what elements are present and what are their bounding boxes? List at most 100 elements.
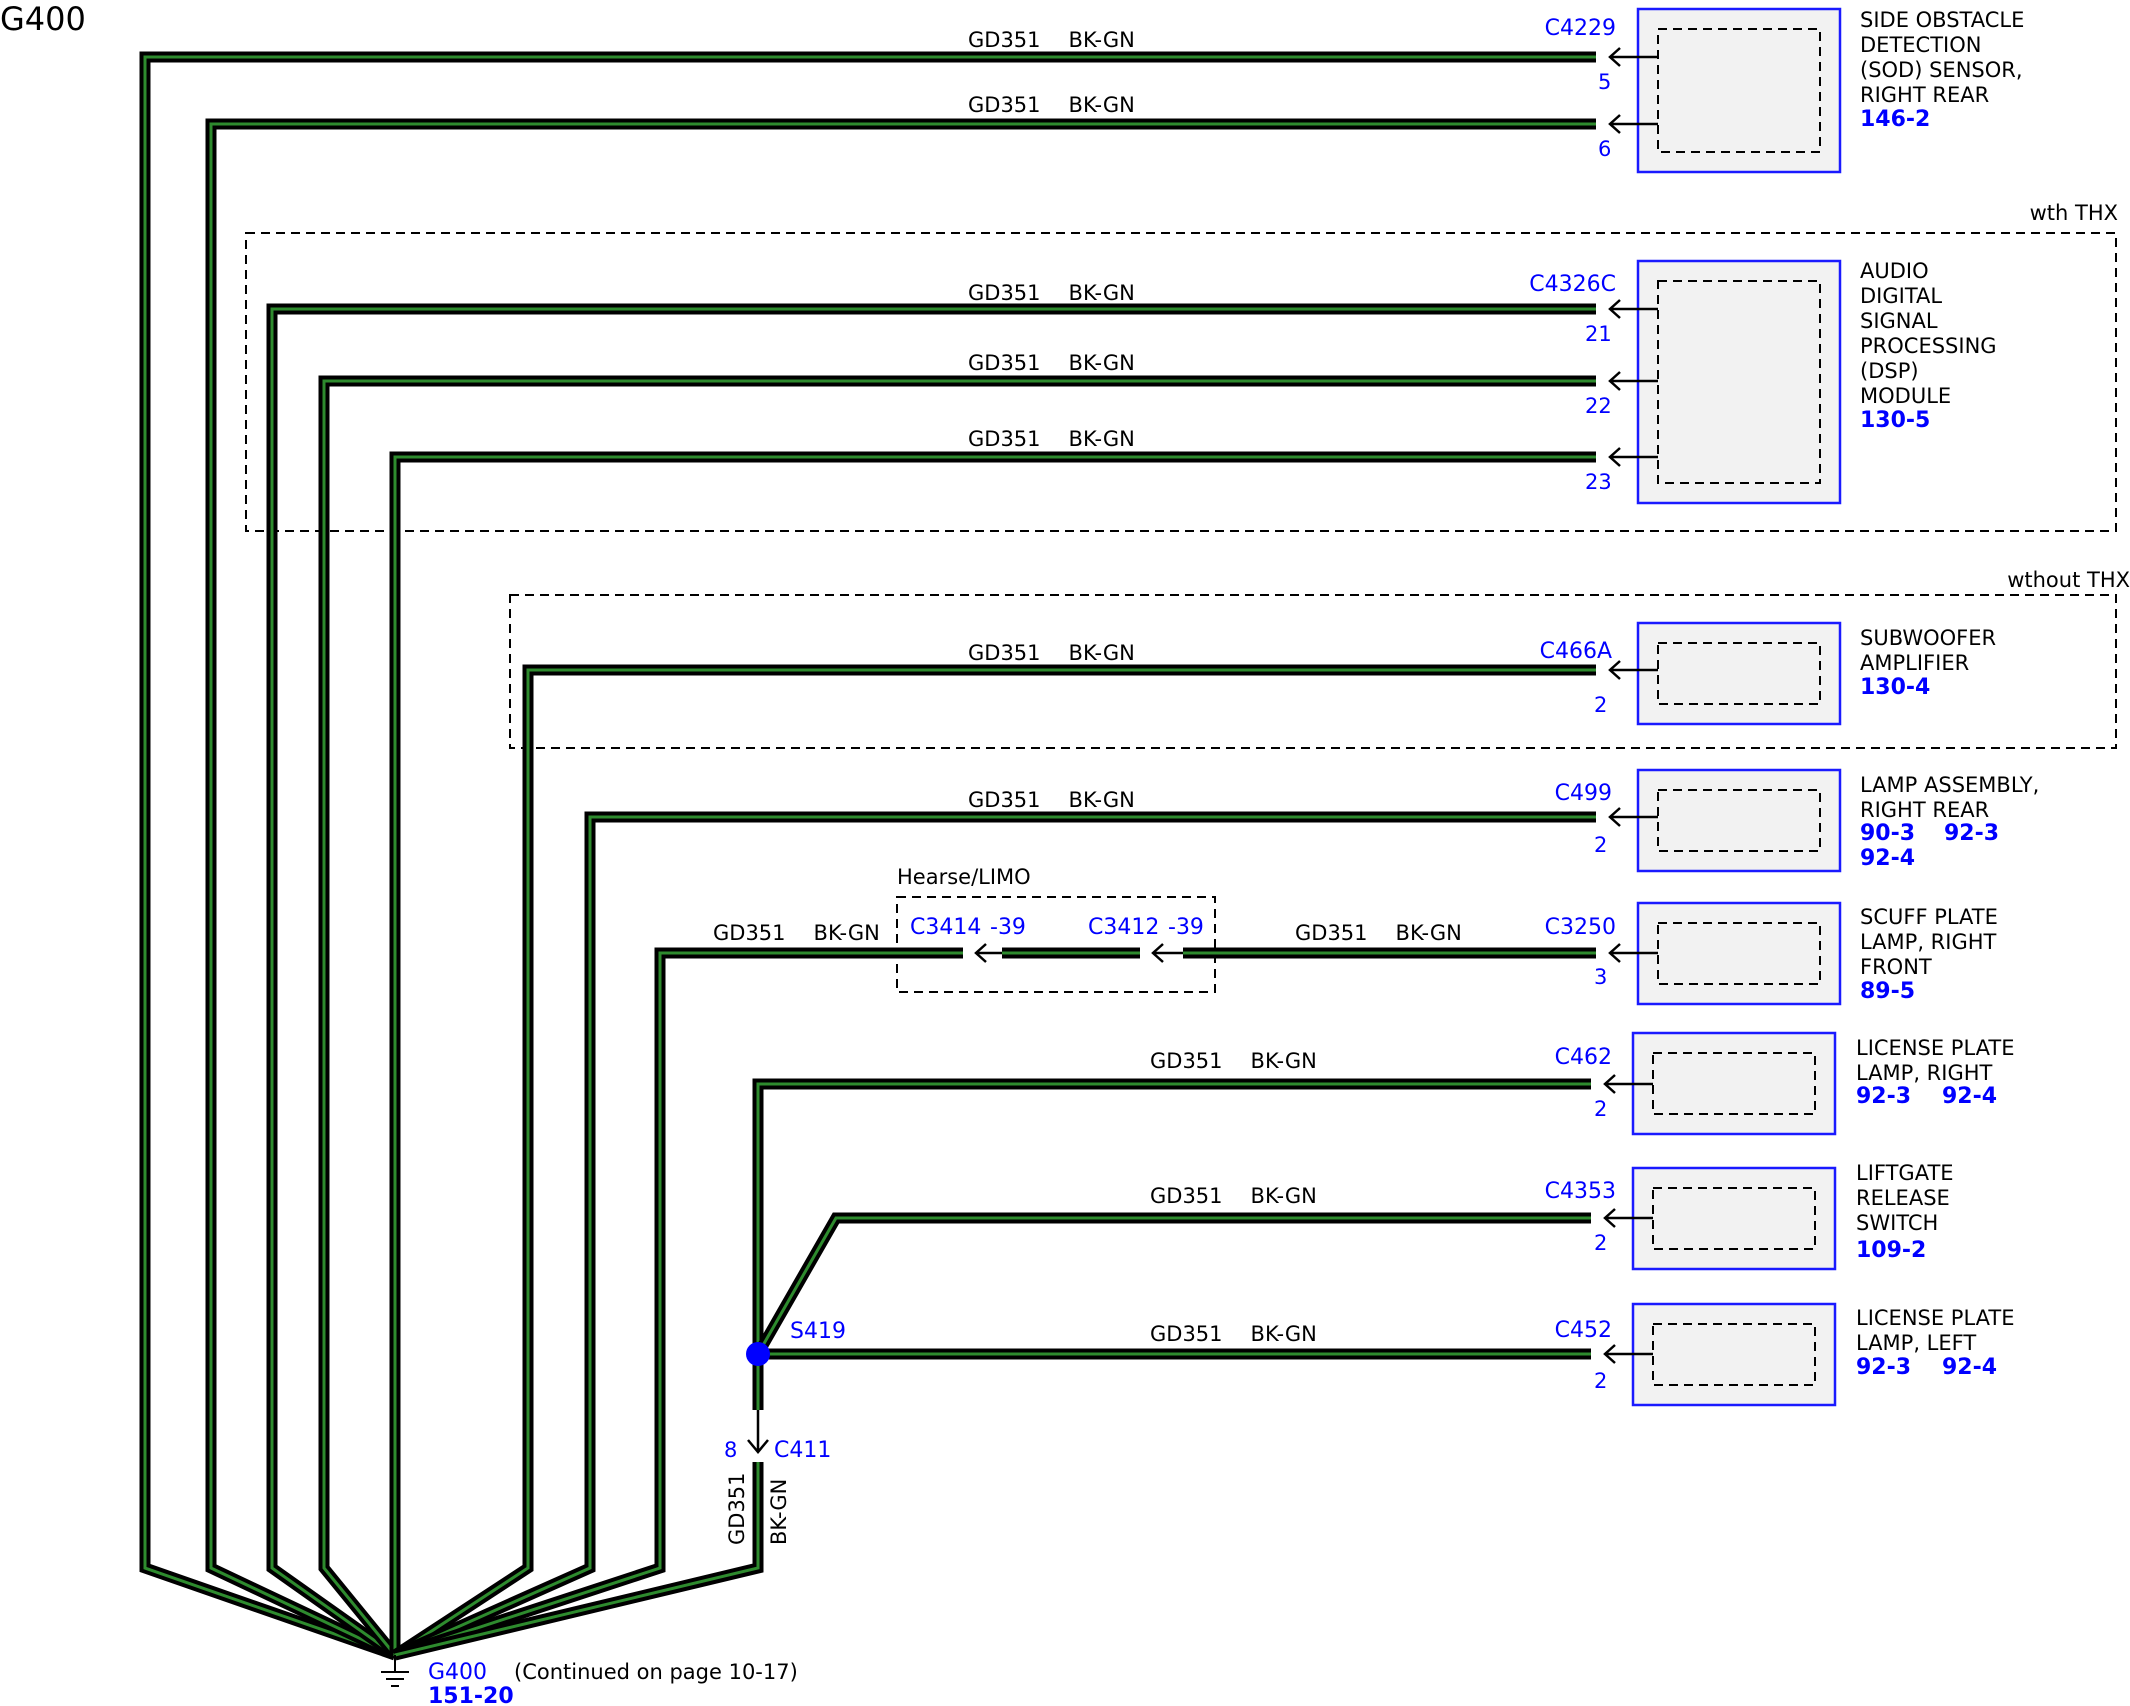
pin-inline: 8 [724,1438,737,1462]
wire-core-10 [756,1082,1591,1410]
wire-group [139,51,1596,1661]
wire-7 [393,947,963,1661]
connector-arrow-inline [747,1410,769,1454]
ground-note: (Continued on page 10-17) [514,1660,798,1684]
wire-color: BK-GN [1069,351,1135,375]
wire-color: BK-GN [1396,921,1462,945]
svg-text:LAMP ASSEMBLY,RIGHT REAR: LAMP ASSEMBLY,RIGHT REAR [1860,773,2039,822]
connector-arrow-6 [1608,807,1658,827]
ref-scuff: 89-5 [1860,979,1915,1004]
pin-license-right: 2 [1594,1097,1607,1121]
option-box-with-thx [245,232,2117,532]
wire-core-13 [394,1462,760,1657]
splice-label: S419 [790,1319,846,1344]
wire-core-5 [394,668,1596,1657]
component-box-sod[interactable] [1636,7,1842,174]
option-label-with-thx: wth THX [2030,201,2118,225]
component-box-liftgate[interactable] [1631,1166,1837,1271]
connector-arrow-9 [1603,1208,1653,1228]
connector-license-right: C462 [1555,1045,1612,1070]
ref-lamp-2: 92-4 [1860,846,1915,871]
component-box-subwoofer[interactable] [1636,621,1842,726]
connector-license-left: C452 [1555,1318,1612,1343]
ref-dsp: 130-5 [1860,408,1930,433]
wire-color-vertical: BK-GN [767,1479,791,1545]
component-box-license-right[interactable] [1631,1031,1837,1136]
wire-1 [205,118,1596,1660]
ref-subwoofer: 130-4 [1860,675,1930,700]
connector-inline: C411 [774,1438,831,1463]
wire-circuit-vertical: GD351 [725,1472,749,1545]
pin-sod-5: 5 [1598,70,1611,94]
connector-arrow-12 [1151,943,1183,963]
wire-circuit: GD351 [968,351,1041,375]
wire-3 [318,375,1596,1659]
pin-sod-6: 6 [1598,137,1611,161]
wire-circuit: GD351 [968,281,1041,305]
wire-0 [139,51,1596,1661]
connector-sod: C4229 [1545,16,1616,41]
ref-sod: 146-2 [1860,107,1930,132]
pin-lamp: 2 [1594,833,1607,857]
wire-color: BK-GN [1069,93,1135,117]
svg-text:92-392-4: 92-392-4 [1856,1355,1997,1380]
connector-limo-1: C3414 [910,915,981,940]
ground-label: G400 [428,1660,487,1685]
splice-dot [746,1342,770,1366]
pin-labels: 5 6 21 22 23 2 2 3 2 2 2 8 [724,70,1612,1462]
ground-ref: 151-20 [428,1684,514,1706]
wire-circuit: GD351 [1150,1184,1223,1208]
wire-core-4 [393,455,1596,1655]
connector-arrow-2 [1608,299,1658,319]
svg-text:90-392-3: 90-392-3 [1860,821,1999,846]
wire-2 [266,303,1596,1660]
wire-circuit: GD351 [968,788,1041,812]
connector-liftgate: C4353 [1545,1179,1616,1204]
svg-text:92-392-4: 92-392-4 [1856,1084,1997,1109]
component-box-license-left[interactable] [1631,1302,1837,1407]
component-box-lamp-assembly[interactable] [1636,768,1842,873]
wire-10 [752,1078,1591,1410]
wire-core-0 [143,55,1596,1657]
wire-circuit: GD351 [968,93,1041,117]
wire-color: BK-GN [1069,788,1135,812]
wire-core-3 [322,379,1596,1656]
component-box-scuff-plate[interactable] [1636,901,1842,1006]
wire-circuit: GD351 [968,427,1041,451]
pin-dsp-23: 23 [1585,470,1612,494]
connector-arrow-5 [1608,660,1658,680]
option-box-without-thx [509,594,2117,749]
component-box-dsp[interactable] [1636,259,1842,505]
connector-arrow-0 [1608,47,1658,67]
connector-dsp: C4326C [1529,272,1616,297]
wire-color: BK-GN [1251,1184,1317,1208]
wire-circuit: GD351 [713,921,786,945]
ref-liftgate: 109-2 [1856,1238,1926,1263]
option-label-without-thx: wthout THX [2007,568,2130,592]
page-title: G400 [0,0,86,38]
option-box-hearse-limo [896,896,1216,993]
connector-arrow-1 [1608,114,1658,134]
wire-color: BK-GN [1069,641,1135,665]
wire-core-6 [394,815,1596,1657]
wire-core-7 [394,951,963,1657]
wire-circuit: GD351 [1295,921,1368,945]
wire-color: BK-GN [1069,281,1135,305]
